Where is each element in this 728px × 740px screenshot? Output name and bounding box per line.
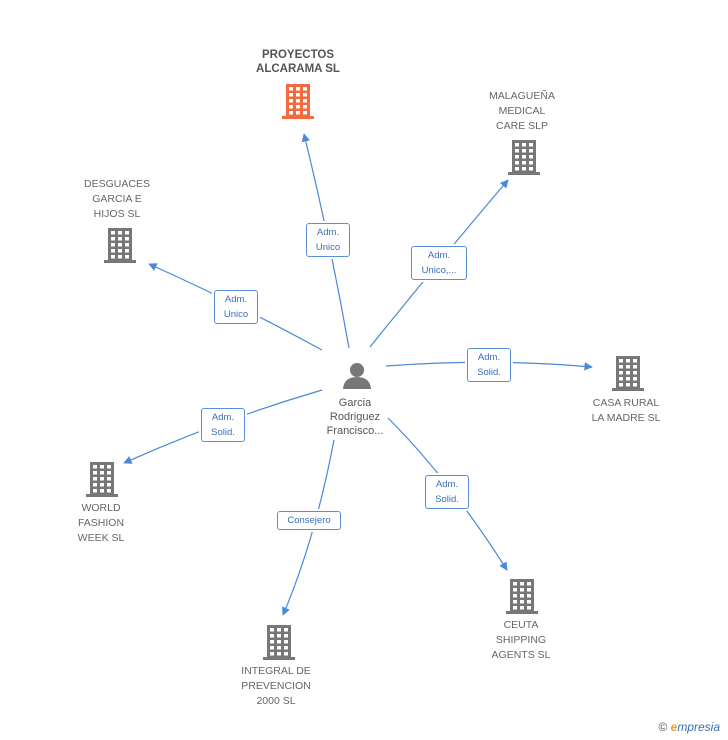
building-icon-ceuta[interactable] bbox=[506, 579, 538, 614]
copyright-icon: © bbox=[658, 720, 668, 734]
building-icon-malaguena[interactable] bbox=[508, 140, 540, 175]
edge-label-integral: Consejero bbox=[277, 511, 341, 530]
edge-label-casarural: Adm. Solid. bbox=[467, 348, 511, 382]
building-icon-proyectos[interactable] bbox=[282, 84, 314, 119]
edge-integral bbox=[282, 439, 335, 616]
footer-brand: © empresia bbox=[658, 720, 720, 734]
company-label-casarural[interactable]: CASA RURAL LA MADRE SL bbox=[591, 397, 661, 424]
edge-label-proyectos: Adm. Unico bbox=[306, 223, 350, 257]
company-label-integral[interactable]: INTEGRAL DE PREVENCION 2000 SL bbox=[241, 665, 311, 707]
edge-label-malaguena: Adm. Unico,... bbox=[411, 246, 467, 280]
company-label-proyectos[interactable]: PROYECTOS ALCARAMA SL bbox=[256, 49, 340, 75]
edge-label-world: Adm. Solid. bbox=[201, 408, 245, 442]
building-icon-desguaces[interactable] bbox=[104, 228, 136, 263]
building-icon-world[interactable] bbox=[86, 462, 118, 497]
person-icon[interactable] bbox=[343, 363, 371, 389]
edge-label-desguaces: Adm. Unico bbox=[214, 290, 258, 324]
edge-label-ceuta: Adm. Solid. bbox=[425, 475, 469, 509]
building-icon-integral[interactable] bbox=[263, 625, 295, 660]
building-icon-casarural[interactable] bbox=[612, 356, 644, 391]
company-label-desguaces[interactable]: DESGUACES GARCIA E HIJOS SL bbox=[84, 178, 150, 220]
brand-name: mpresia bbox=[677, 720, 720, 734]
company-label-ceuta[interactable]: CEUTA SHIPPING AGENTS SL bbox=[491, 619, 551, 661]
company-label-malaguena[interactable]: MALAGUEÑA MEDICAL CARE SLP bbox=[489, 90, 555, 132]
company-label-world[interactable]: WORLD FASHION WEEK SL bbox=[77, 502, 125, 544]
person-name[interactable]: Garcia Rodriguez Francisco... bbox=[326, 397, 384, 437]
brand-initial: e bbox=[670, 720, 678, 734]
